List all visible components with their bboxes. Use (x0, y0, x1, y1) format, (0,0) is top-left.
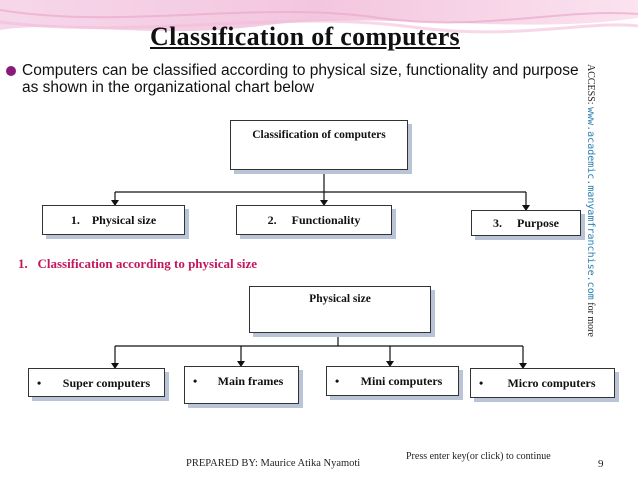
node-label: Main frames (217, 374, 284, 388)
section-heading: 1. Classification according to physical … (18, 256, 258, 271)
node-label: Super computers (62, 376, 151, 390)
bullet-icon: • (193, 374, 198, 388)
chart1-node-purpose: 3. Purpose (471, 210, 581, 236)
footer-prepared-by: PREPARED BY: Maurice Atika Nyamoti (186, 458, 361, 469)
chart2-node-main-frames: • Main frames (184, 366, 299, 404)
node-number: 2. (267, 213, 277, 227)
node-label: Mini computers (360, 374, 443, 388)
chart1-node-functionality: 2. Functionality (236, 205, 392, 235)
intro-text: Computers can be classified according to… (22, 62, 579, 96)
page-number: 9 (598, 458, 604, 470)
node-label: Purpose (517, 216, 559, 230)
intro-bullet: Computers can be classified according to… (6, 62, 582, 96)
bullet-icon: • (479, 376, 484, 390)
bullet-icon: • (37, 376, 42, 390)
side-url-link[interactable]: www.academic.manyamfranchise.com (585, 107, 596, 300)
press-enter-hint: Press enter key(or click) to continue (406, 451, 551, 462)
bullet-icon: • (335, 374, 340, 388)
node-number: 3. (493, 216, 502, 230)
node-number: 1. (70, 213, 80, 227)
side-access-label: ACCESS: (585, 64, 596, 105)
decorative-banner (0, 0, 638, 34)
side-access-note: ACCESS: www.academic.manyamfranchise.com… (576, 64, 596, 337)
node-label: Functionality (291, 213, 361, 227)
chart2-node-micro-computers: • Micro computers (470, 368, 615, 398)
slide-title: Classification of computers (150, 22, 460, 51)
side-for-more: for more (585, 302, 596, 337)
chart2-root-box: Physical size (249, 286, 431, 333)
bullet-dot-icon (6, 66, 16, 76)
chart1-node-physical-size: 1. Physical size (42, 205, 185, 235)
node-label: Micro computers (507, 376, 596, 390)
chart1-root-box: Classification of computers (230, 120, 408, 170)
chart1-root-label: Classification of computers (252, 129, 386, 141)
chart2-node-super-computers: • Super computers (28, 368, 165, 397)
node-label: Physical size (91, 213, 157, 227)
chart2-root-label: Physical size (309, 293, 371, 305)
chart2-node-mini-computers: • Mini computers (326, 366, 459, 396)
